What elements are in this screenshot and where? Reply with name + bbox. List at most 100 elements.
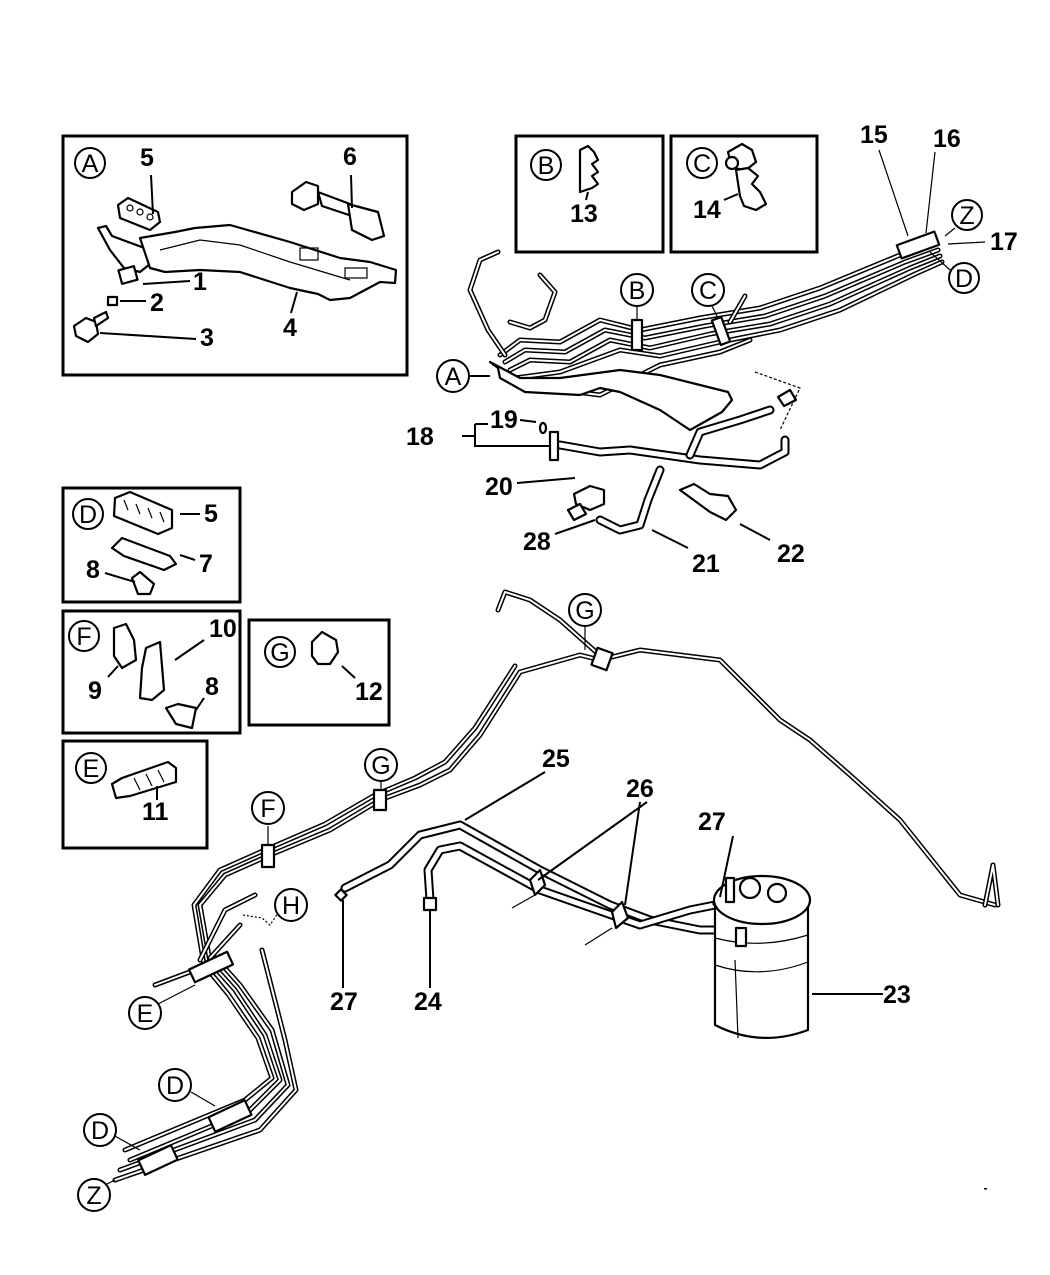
callout-g-line-lower: G [364, 748, 398, 782]
part-label-20: 20 [485, 473, 513, 501]
bolt-part-3 [72, 310, 110, 344]
part-label-12: 12 [355, 678, 383, 706]
inset-g: G 12 [247, 618, 391, 727]
part-label-14: 14 [693, 196, 721, 224]
part-label-24: 24 [414, 988, 442, 1016]
callout-d-top: D [948, 262, 980, 294]
part-label-13: 13 [570, 200, 598, 228]
part-label-18: 18 [406, 423, 434, 451]
svg-text:D: D [955, 265, 973, 293]
grommet-part-1 [117, 265, 139, 285]
callout-d-line-2: D [83, 1113, 117, 1147]
bracket-part-7 [110, 536, 178, 572]
clip-c-on-line [710, 315, 732, 347]
part-label-3: 3 [200, 324, 214, 352]
clip-e-on-line [187, 950, 235, 984]
part-label-6: 6 [343, 143, 357, 171]
inset-a-frame [61, 134, 409, 377]
svg-text:A: A [82, 150, 99, 178]
callout-d-inset: D [72, 498, 104, 530]
inset-f-frame [61, 609, 242, 735]
inset-b-frame [514, 134, 665, 254]
svg-text:A: A [445, 363, 462, 391]
bolt-part-8-d [130, 570, 156, 596]
part-label-10: 10 [209, 615, 237, 643]
o-ring-part-19 [538, 421, 548, 435]
seal-part-27-left [334, 888, 348, 902]
inset-b: B 13 [514, 134, 665, 254]
svg-text:Z: Z [959, 202, 974, 230]
clip-d-top [895, 230, 941, 260]
callout-a-inset: A [74, 147, 106, 179]
inset-d-frame [61, 486, 242, 604]
callout-g-inset: G [264, 636, 296, 668]
callout-e-inset: E [75, 752, 107, 784]
part-label-23: 23 [883, 981, 911, 1009]
svg-text:D: D [91, 1117, 109, 1145]
callout-z-top: Z [951, 199, 983, 231]
bolt-part-20 [572, 484, 606, 512]
callout-g-line-upper: G [568, 593, 602, 627]
inset-g-frame [247, 618, 391, 727]
lower-fuel-line-bundle: F G G H E D D [77, 589, 1001, 1212]
svg-text:B: B [629, 277, 646, 305]
svg-text:H: H [282, 892, 300, 920]
svg-text:D: D [79, 501, 97, 529]
bracket-part-10 [138, 640, 166, 702]
callout-c-line: C [691, 273, 725, 307]
part-label-21: 21 [692, 550, 720, 578]
svg-text:F: F [260, 795, 275, 823]
callout-c-inset: C [686, 147, 718, 179]
part-label-26: 26 [626, 775, 654, 803]
callout-f-line: F [251, 791, 285, 825]
part-label-7: 7 [199, 550, 213, 578]
connector-part-6 [290, 180, 386, 242]
part-label-9: 9 [88, 677, 102, 705]
part-label-8-f: 8 [205, 673, 219, 701]
part-label-11: 11 [142, 798, 169, 826]
part-label-15: 15 [860, 121, 888, 149]
svg-text:B: B [538, 152, 555, 180]
part-label-1: 1 [193, 268, 207, 296]
clip-part-5-d [112, 490, 174, 536]
part-label-28: 28 [523, 528, 551, 556]
vapor-canister-part-23 [712, 874, 812, 1039]
clip-part-12 [310, 630, 340, 666]
svg-text:D: D [166, 1072, 184, 1100]
part-label-2: 2 [150, 289, 164, 317]
svg-text:E: E [137, 1000, 154, 1028]
callout-e-line: E [128, 996, 162, 1030]
clip-part-5 [116, 196, 162, 232]
callout-b-inset: B [530, 149, 562, 181]
clip-d-lower-1 [207, 1099, 253, 1133]
flange-part-18 [548, 430, 560, 462]
part-label-19: 19 [490, 406, 518, 434]
clamp-part-22 [678, 482, 738, 522]
clip-part-26-2 [584, 900, 630, 946]
svg-text:G: G [575, 597, 594, 625]
clip-part-26-1 [511, 868, 547, 909]
bracket-part-4 [96, 223, 398, 302]
svg-text:C: C [699, 277, 717, 305]
vapor-hose-assembly: 27 24 25 26 27 23 [330, 745, 911, 1039]
clip-g-on-line-lower [372, 788, 388, 812]
part-label-8-d: 8 [86, 556, 100, 584]
callout-h-line: H [274, 888, 308, 922]
inset-e: E 11 [61, 739, 209, 850]
part-label-5-d: 5 [204, 500, 218, 528]
seal-part-28 [566, 502, 588, 522]
inset-c: C 14 [669, 134, 819, 254]
part-label-27-right: 27 [698, 808, 726, 836]
part-label-22: 22 [777, 540, 805, 568]
callout-f-inset: F [68, 620, 100, 652]
callout-a-line: A [436, 359, 470, 393]
clip-part-13 [578, 144, 600, 194]
svg-text:G: G [270, 639, 289, 667]
upper-fuel-line-assembly: B C A 15 16 17 Z D [436, 121, 1018, 432]
part-label-5: 5 [140, 144, 154, 172]
svg-text:Z: Z [86, 1182, 101, 1210]
clip-part-14 [724, 142, 768, 212]
part-label-27-left: 27 [330, 988, 358, 1016]
inset-c-frame [669, 134, 819, 254]
bracket-a-installed [488, 360, 734, 432]
